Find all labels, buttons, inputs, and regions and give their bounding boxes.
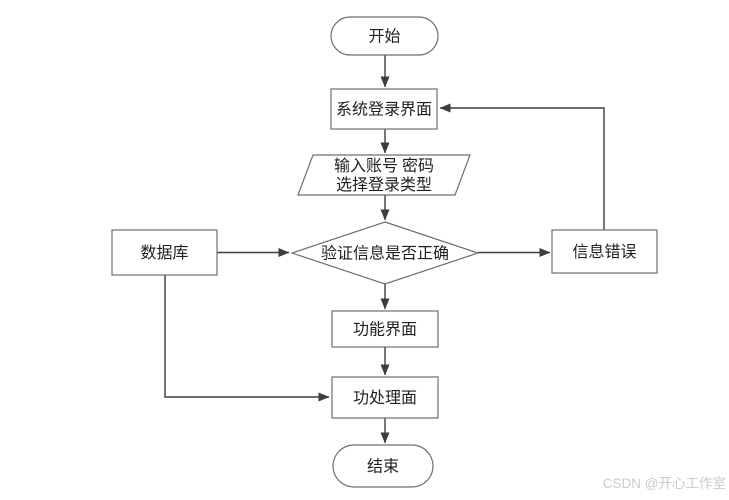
csdn-watermark: CSDN @开心工作室 — [603, 475, 726, 491]
function-label: 功能界面 — [353, 321, 417, 339]
error-process-shape — [551, 229, 658, 274]
verify-decision-shape — [290, 221, 480, 285]
verify-label: 验证信息是否正确 — [321, 245, 449, 263]
process-process-shape — [331, 376, 439, 419]
function-process-shape — [331, 310, 439, 348]
end-terminator-shape — [332, 444, 434, 488]
error-label: 信息错误 — [572, 243, 636, 261]
database-process-shape — [111, 229, 218, 276]
process-label: 功处理面 — [353, 389, 417, 407]
input-label-line2: 选择登录类型 — [336, 176, 432, 194]
edge-error-to-login — [439, 103, 605, 230]
edge-database-to-process — [164, 275, 330, 402]
login-process-shape — [330, 88, 438, 130]
input-parallelogram-shape — [297, 154, 471, 196]
start-label: 开始 — [368, 28, 400, 46]
start-terminator-shape — [330, 16, 439, 56]
end-label: 结束 — [367, 458, 399, 476]
database-label: 数据库 — [140, 244, 188, 262]
login-label: 系统登录界面 — [336, 101, 432, 119]
input-label-line1: 输入账号 密码 — [334, 157, 434, 175]
